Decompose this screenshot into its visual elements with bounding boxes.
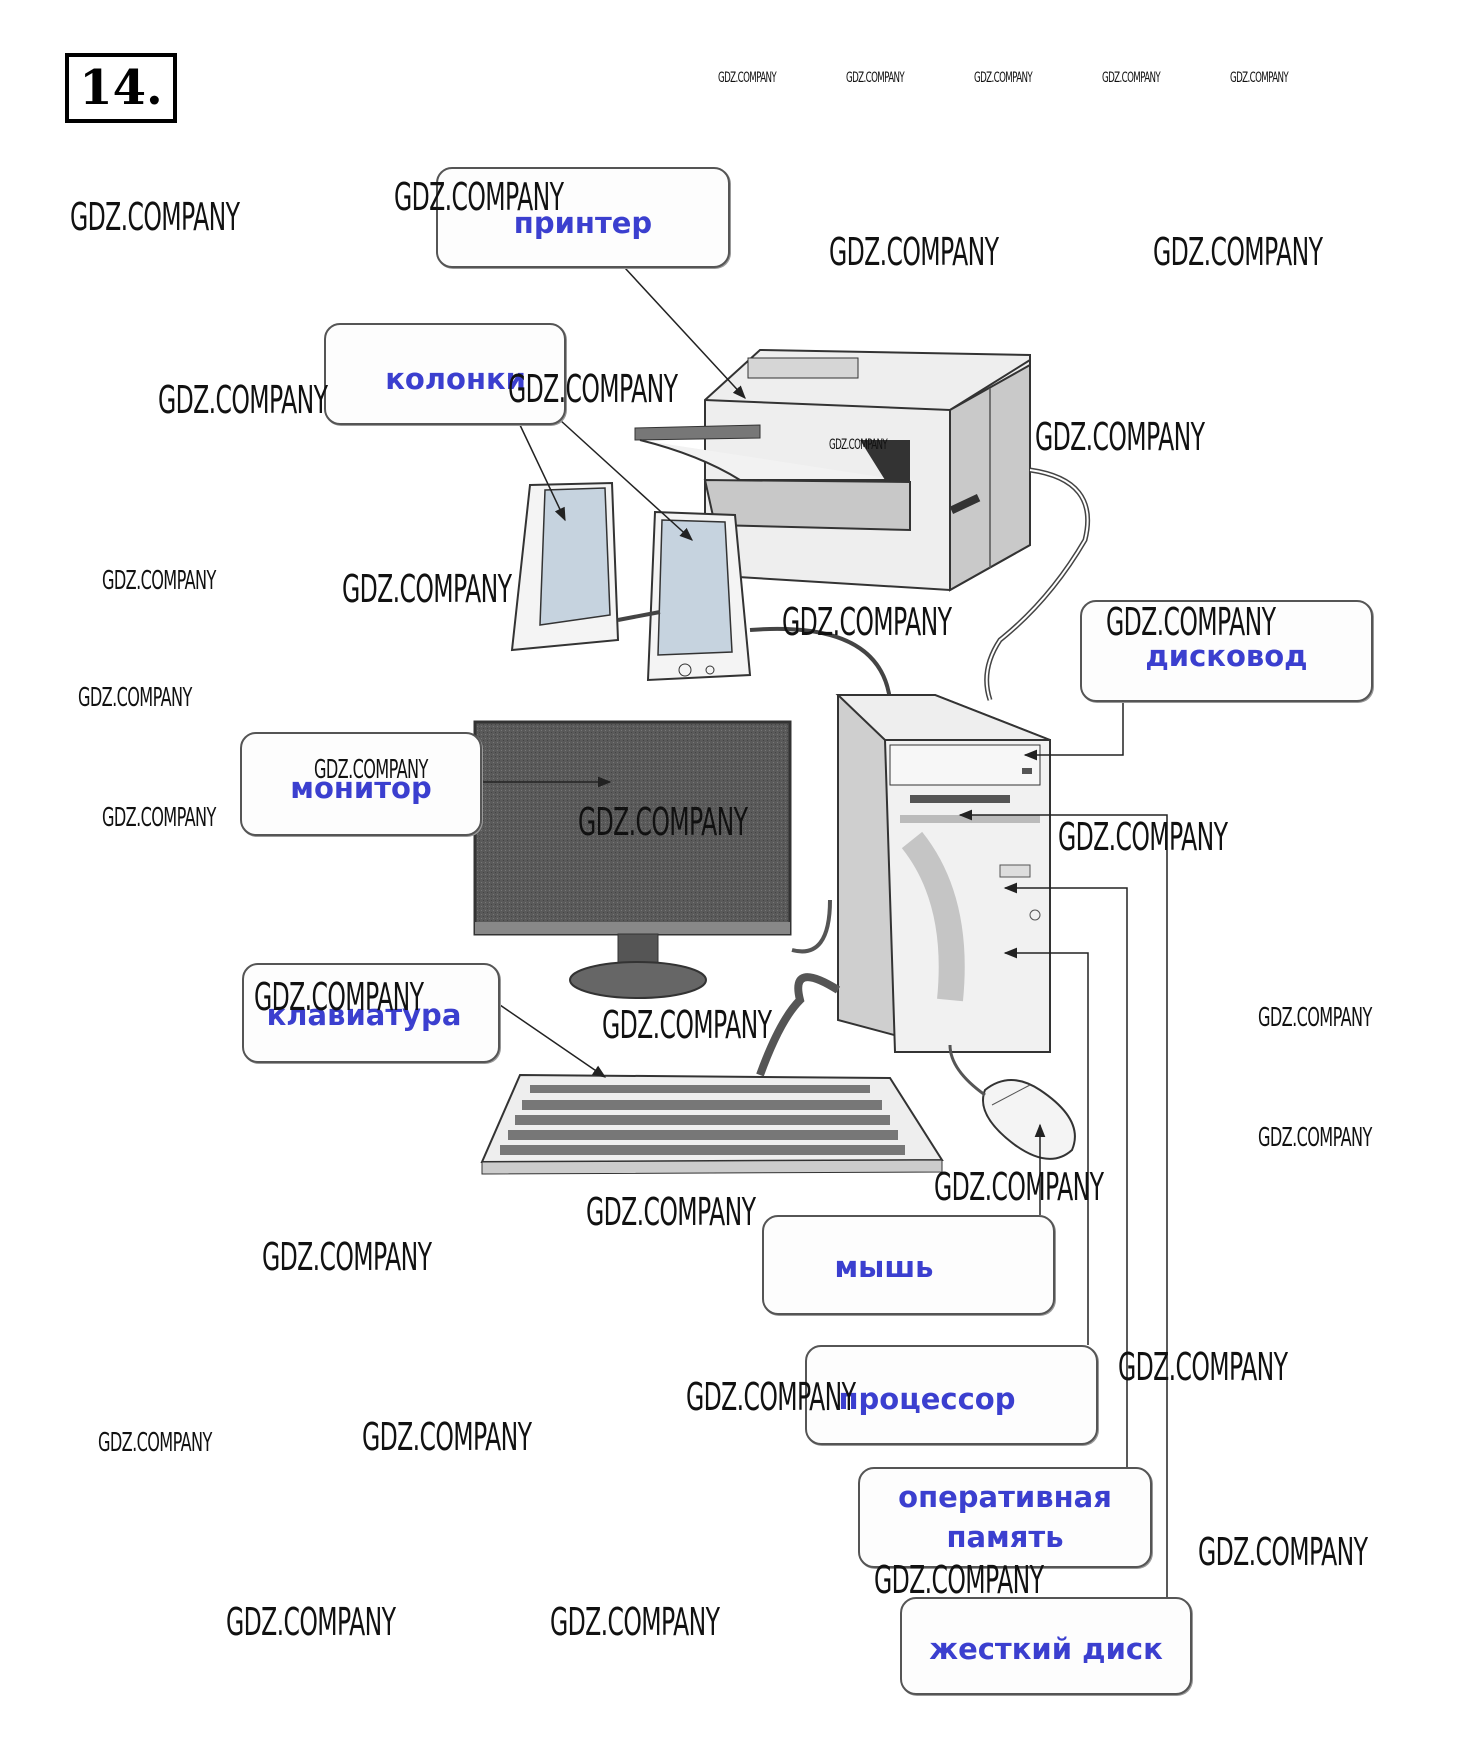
pc-tower-icon: [835, 694, 1051, 1053]
label-processor-text: процессор: [838, 1382, 1016, 1416]
watermark: GDZ.COMPANY: [226, 1600, 396, 1644]
watermark: GDZ.COMPANY: [1198, 1530, 1368, 1574]
watermark: GDZ.COMPANY: [1153, 230, 1323, 274]
watermark: GDZ.COMPANY: [362, 1415, 532, 1459]
label-drive: дисковод: [1080, 600, 1373, 702]
watermark: GDZ.COMPANY: [78, 683, 192, 713]
watermark: GDZ.COMPANY: [70, 195, 240, 239]
watermark: GDZ.COMPANY: [102, 803, 216, 833]
label-mouse: мышь: [762, 1215, 1055, 1315]
label-printer: принтер: [436, 167, 730, 268]
watermark: GDZ.COMPANY: [846, 70, 905, 86]
watermark: GDZ.COMPANY: [254, 975, 424, 1019]
keyboard-icon: [480, 1073, 944, 1175]
connector-lines: [482, 267, 1168, 1597]
task-number: 14.: [65, 53, 177, 123]
watermark: GDZ.COMPANY: [974, 70, 1033, 86]
watermark: GDZ.COMPANY: [934, 1165, 1104, 1209]
label-processor: процессор: [805, 1345, 1098, 1445]
watermark: GDZ.COMPANY: [1258, 1003, 1372, 1033]
watermark: GDZ.COMPANY: [782, 600, 952, 644]
printer-icon: [634, 348, 1031, 592]
label-hdd-text: жесткий диск: [929, 1632, 1163, 1666]
label-ram-line1: оперативная: [898, 1480, 1112, 1514]
watermark: GDZ.COMPANY: [829, 230, 999, 274]
watermark: GDZ.COMPANY: [578, 800, 748, 844]
speaker-icon: [510, 481, 752, 682]
watermark: GDZ.COMPANY: [342, 567, 512, 611]
watermark: GDZ.COMPANY: [874, 1558, 1044, 1602]
watermark: GDZ.COMPANY: [1118, 1345, 1288, 1389]
watermark: GDZ.COMPANY: [262, 1235, 432, 1279]
watermark: GDZ.COMPANY: [1102, 70, 1161, 86]
label-speakers-text: колонки: [385, 362, 526, 396]
label-speakers: колонки: [324, 323, 566, 425]
watermark: GDZ.COMPANY: [602, 1003, 772, 1047]
watermark: GDZ.COMPANY: [102, 566, 216, 596]
label-monitor-text: монитор: [290, 771, 432, 805]
label-keyboard: клавиатура: [242, 963, 500, 1063]
label-hdd: жесткий диск: [900, 1597, 1192, 1695]
watermark: GDZ.COMPANY: [1230, 70, 1289, 86]
watermark: GDZ.COMPANY: [586, 1190, 756, 1234]
watermark: GDZ.COMPANY: [550, 1600, 720, 1644]
watermark: GDZ.COMPANY: [686, 1375, 856, 1419]
label-ram-line2: память: [946, 1520, 1064, 1554]
watermark: GDZ.COMPANY: [1035, 415, 1205, 459]
monitor-icon: [473, 720, 792, 999]
watermark: GDZ.COMPANY: [718, 70, 777, 86]
label-drive-text: дисковод: [1145, 639, 1308, 673]
watermark: GDZ.COMPANY: [1058, 815, 1228, 859]
label-monitor: монитор: [240, 732, 482, 836]
label-ram: оперативная память: [858, 1467, 1152, 1568]
watermark: GDZ.COMPANY: [314, 755, 428, 785]
label-mouse-text: мышь: [834, 1250, 934, 1284]
watermark: GDZ.COMPANY: [508, 367, 678, 411]
watermark: GDZ.COMPANY: [1258, 1123, 1372, 1153]
label-printer-text: принтер: [513, 206, 653, 240]
mouse-icon: [982, 1079, 1076, 1160]
watermark: GDZ.COMPANY: [829, 437, 888, 453]
watermark: GDZ.COMPANY: [158, 378, 328, 422]
watermark: GDZ.COMPANY: [394, 175, 564, 219]
label-keyboard-text: клавиатура: [266, 998, 462, 1032]
watermark: GDZ.COMPANY: [1106, 600, 1276, 644]
watermark: GDZ.COMPANY: [98, 1428, 212, 1458]
